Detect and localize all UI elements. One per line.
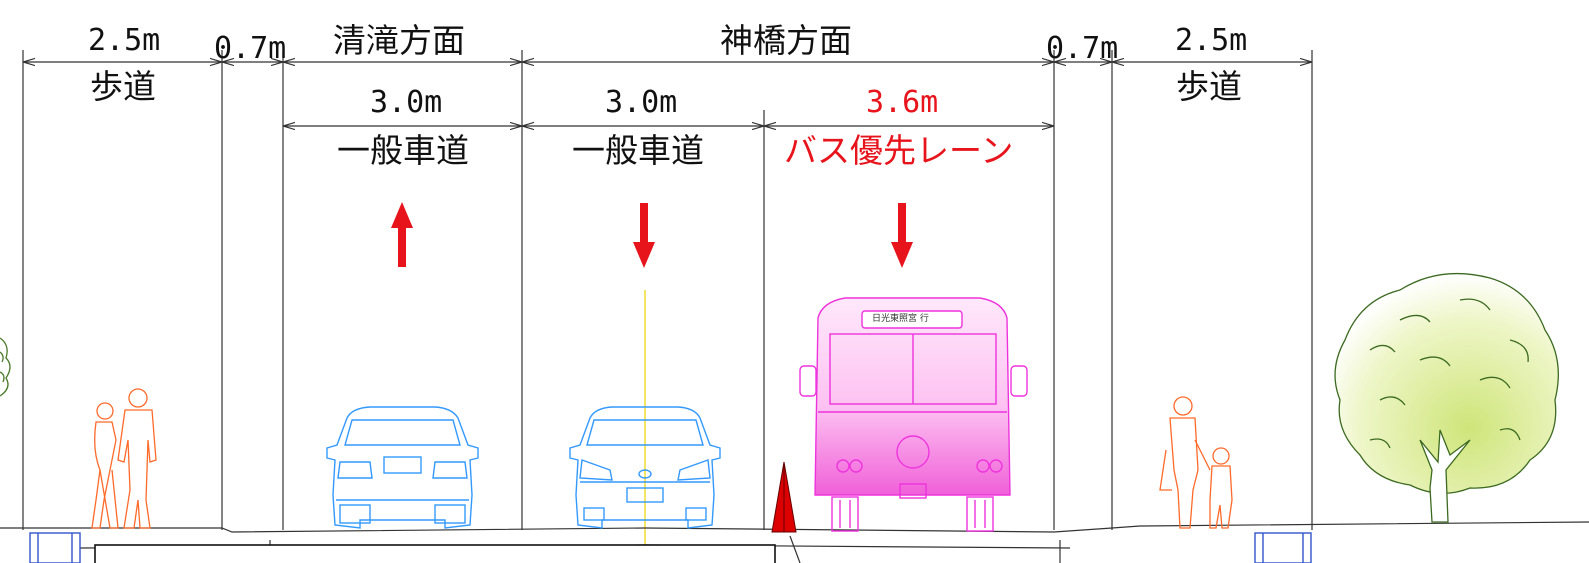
pedestrians-parent-child: [1159, 396, 1233, 529]
lane-3-width: 3.6m: [866, 85, 939, 120]
lane-3-down-arrow: [891, 203, 913, 268]
pedestrians-couple: [91, 388, 157, 529]
direction-shinkyo: 神橋方面: [720, 21, 852, 60]
left-gap-width: 0.7m: [214, 31, 287, 66]
left-tree-partial: [0, 337, 11, 397]
info-box: [94, 544, 776, 563]
right-sidewalk-label: 歩道: [1176, 67, 1242, 106]
car-rear-view: [326, 406, 479, 529]
car-front-view: [569, 406, 721, 529]
right-gap-width: 0.7m: [1046, 31, 1119, 66]
direction-arrows: [391, 202, 913, 268]
curb-blocks: [29, 532, 1312, 563]
lane-3-name: バス優先レーン: [784, 131, 1014, 170]
lane-1-name: 一般車道: [337, 131, 469, 170]
traffic-cone: [771, 461, 797, 533]
left-sidewalk-width: 2.5m: [88, 23, 161, 58]
boundary-lines: [22, 50, 1313, 530]
bus-destination-sign: 日光東照宮 行: [872, 314, 929, 324]
left-sidewalk-label: 歩道: [90, 67, 156, 106]
lane-2-down-arrow: [633, 203, 655, 268]
right-sidewalk-width: 2.5m: [1175, 23, 1248, 58]
lane-1-width: 3.0m: [370, 85, 443, 120]
bus-rear-view: [799, 297, 1028, 532]
lane-2-name: 一般車道: [572, 131, 704, 170]
lane-1-up-arrow: [391, 202, 413, 267]
lane-2-width: 3.0m: [605, 85, 678, 120]
direction-kiyotaki: 清滝方面: [333, 21, 465, 60]
right-tree: [1334, 272, 1559, 523]
